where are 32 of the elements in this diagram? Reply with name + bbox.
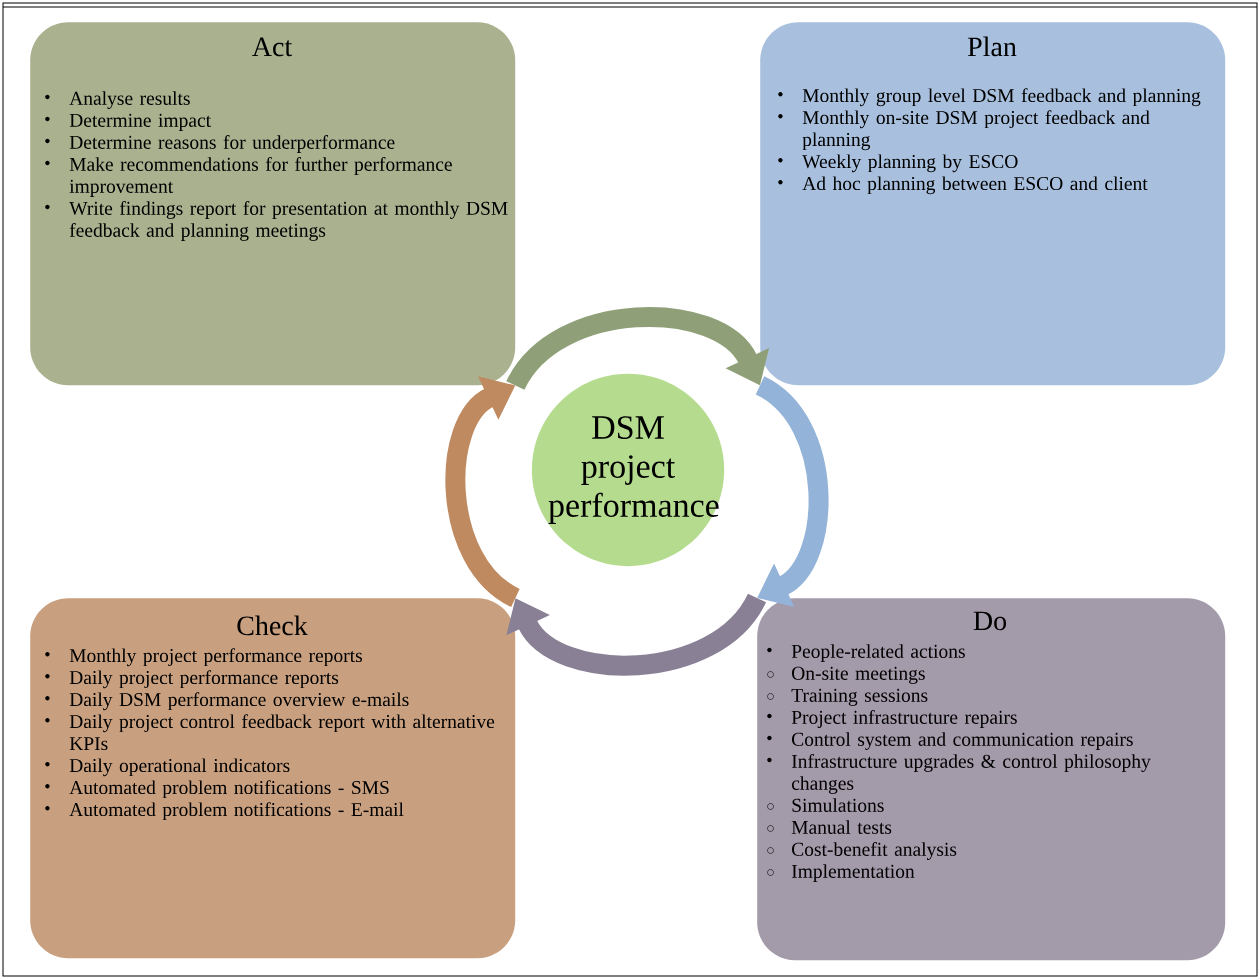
- list-item: Daily operational indicators: [45, 758, 290, 777]
- list-item: Control system and communication repairs: [767, 732, 1133, 750]
- list-item: Determine impact: [45, 113, 211, 131]
- list-item: Write findings report for presentation at monthly DSM feedback and planning meetings: [45, 201, 508, 241]
- list-item: Ad hoc planning between ESCO and client: [778, 176, 1148, 195]
- list-item: On-site meetings: [767, 666, 925, 684]
- list-item: Project infrastructure repairs: [767, 710, 1017, 728]
- list-item: Implementation: [767, 864, 915, 882]
- list-item: Make recommendations for further performance improvement: [45, 157, 452, 197]
- list-item: Infrastructure upgrades & control philosophy changes: [767, 754, 1151, 794]
- list-item: Daily project performance reports: [45, 670, 339, 689]
- list-item: Training sessions: [767, 688, 928, 706]
- curved-arrow: [506, 307, 770, 391]
- list-item: Cost-benefit analysis: [767, 842, 957, 860]
- list-item: Monthly on-site DSM project feedback and planning: [778, 110, 1150, 151]
- curved-arrow: [506, 592, 766, 676]
- list-item: Manual tests: [767, 820, 892, 834]
- list-item: Daily project control feedback report with alternative KPIs: [45, 714, 495, 751]
- panel-title: Check: [237, 615, 308, 636]
- list-item: Weekly planning by ESCO: [778, 154, 1018, 173]
- panel-title: Act: [252, 37, 293, 57]
- list-item: Analyse results: [45, 91, 190, 109]
- panel-title: Plan: [967, 36, 1017, 57]
- list-item: Monthly group level DSM feedback and planning: [778, 88, 1201, 107]
- list-item: Simulations: [767, 798, 884, 812]
- list-item: Determine reasons for underperformance: [45, 135, 395, 153]
- list-item: People-related actions: [767, 644, 965, 662]
- list-item: Monthly project performance reports: [45, 648, 362, 667]
- list-item: Automated problem notifications - E-mail: [45, 802, 404, 821]
- list-item: Automated problem notifications - SMS: [45, 780, 389, 799]
- panel-title: Do: [973, 611, 1007, 631]
- list-item: Daily DSM performance overview e-mails: [45, 692, 409, 711]
